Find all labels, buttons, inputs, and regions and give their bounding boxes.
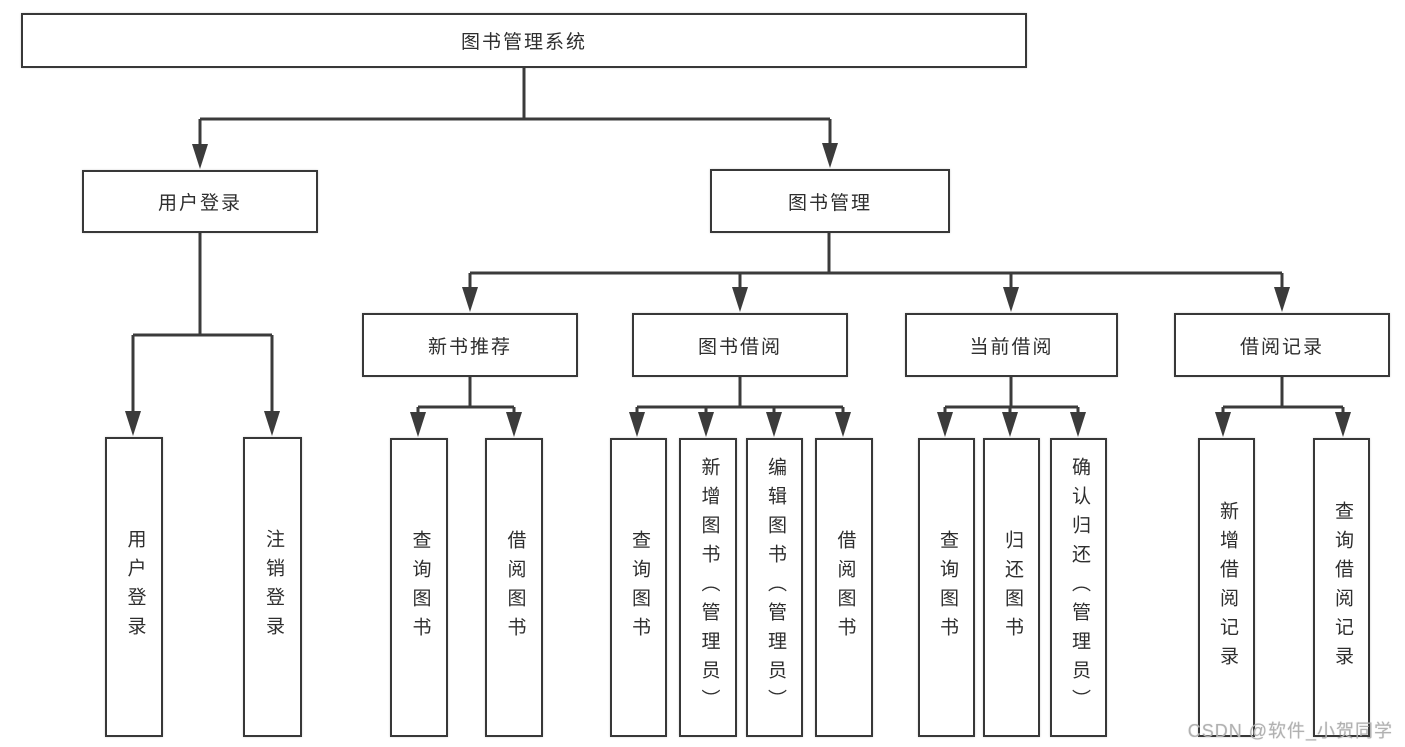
connector-borrow-record-to-leaves (1215, 377, 1351, 437)
node-leaf-logout: 注销登录 (243, 437, 302, 737)
node-leaf-cb-query-books: 查询图书 (918, 438, 975, 737)
connector-book-borrow-to-leaves (629, 377, 851, 437)
connector-book-mgmt-to-level3 (462, 233, 1290, 312)
node-label: 图书管理 (787, 192, 872, 214)
node-label: 当前借阅 (969, 336, 1054, 358)
node-leaf-cb-confirm-return-admin: 确认归还（管理员） (1050, 438, 1107, 737)
node-label: 借阅记录 (1239, 336, 1324, 358)
node-label: 注销登录 (262, 529, 284, 645)
node-label: 归还图书 (1001, 529, 1023, 646)
node-new-book-recommendation: 新书推荐 (362, 313, 578, 377)
node-leaf-bb-edit-books-admin: 编辑图书（管理员） (746, 438, 803, 737)
node-label: 用户登录 (157, 193, 242, 214)
node-library-management-system: 图书管理系统 (21, 13, 1027, 68)
node-label: 新增借阅记录 (1216, 500, 1238, 675)
node-label: 借阅图书 (504, 529, 526, 646)
connector-root-to-level2 (192, 68, 838, 169)
connector-user-login-to-leaves (125, 233, 280, 436)
node-current-borrowing: 当前借阅 (905, 313, 1118, 377)
node-label: 查询图书 (936, 529, 958, 646)
node-book-borrowing: 图书借阅 (632, 313, 848, 377)
node-label: 用户登录 (124, 529, 146, 645)
node-label: 确认归还（管理员） (1068, 457, 1090, 718)
node-label: 编辑图书（管理员） (764, 457, 786, 718)
node-leaf-user-login: 用户登录 (105, 437, 163, 737)
node-label: 查询借阅记录 (1331, 500, 1353, 675)
node-leaf-rec-query-books: 查询图书 (390, 438, 448, 737)
node-label: 图书管理系统 (460, 32, 587, 53)
node-label: 借阅图书 (834, 529, 856, 646)
node-book-management: 图书管理 (710, 169, 950, 233)
node-leaf-br-query-record: 查询借阅记录 (1313, 438, 1370, 737)
connector-new-book-rec-to-leaves (410, 377, 522, 437)
node-label: 图书借阅 (697, 336, 782, 358)
node-leaf-br-add-record: 新增借阅记录 (1198, 438, 1255, 737)
node-leaf-cb-return-books: 归还图书 (983, 438, 1040, 737)
node-label: 新增图书（管理员） (698, 457, 720, 718)
node-user-login: 用户登录 (82, 170, 318, 233)
node-label: 新书推荐 (427, 336, 512, 358)
node-label: 查询图书 (628, 529, 650, 646)
connector-current-borrow-to-leaves (937, 377, 1086, 437)
node-leaf-bb-add-books-admin: 新增图书（管理员） (679, 438, 737, 737)
node-leaf-bb-query-books: 查询图书 (610, 438, 667, 737)
node-leaf-rec-borrow-books: 借阅图书 (485, 438, 543, 737)
node-label: 查询图书 (409, 529, 431, 646)
node-borrowing-records: 借阅记录 (1174, 313, 1390, 377)
node-leaf-bb-borrow-books: 借阅图书 (815, 438, 873, 737)
csdn-watermark: CSDN @软件_小贺同学 (1187, 721, 1393, 741)
